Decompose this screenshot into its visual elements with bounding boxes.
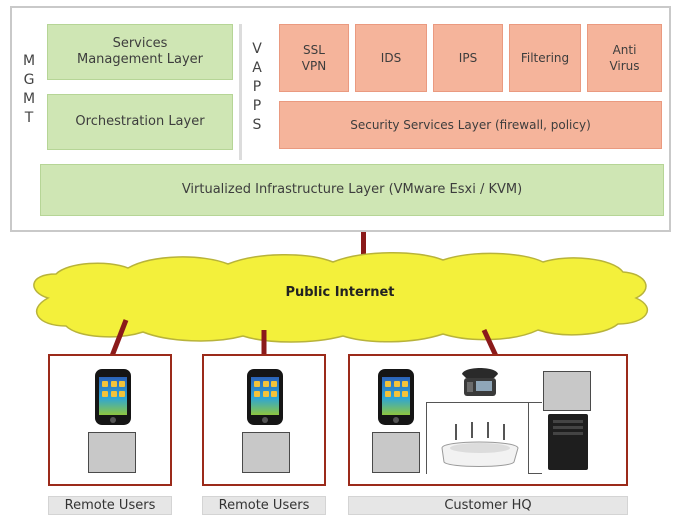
services-management-label: Services Management Layer	[76, 36, 203, 67]
filtering-label: Filtering	[520, 51, 570, 65]
smartphone-icon	[95, 369, 131, 425]
virtualized-infrastructure-layer: Virtualized Infrastructure Layer (VMware…	[40, 164, 664, 216]
vapps-letter: P	[252, 98, 262, 114]
site-label-remote-users-1: Remote Users	[48, 496, 172, 515]
phone-home-button	[110, 417, 116, 423]
bracket-line	[528, 402, 542, 403]
ids-label: IDS	[380, 51, 402, 65]
mgmt-vertical-label: M G M T	[22, 52, 36, 128]
security-services-layer: Security Services Layer (firewall, polic…	[279, 101, 662, 149]
phone-home-button	[393, 417, 399, 423]
ssl-vpn-label: SSL VPN	[301, 43, 327, 73]
panel-cloud-connector	[361, 232, 366, 256]
wireless-access-point-icon	[441, 422, 519, 467]
site-connector-3	[481, 328, 499, 358]
bracket-line	[528, 473, 542, 474]
public-internet-label: Public Internet	[285, 285, 395, 300]
smartphone-icon	[247, 369, 283, 425]
phone-screen	[99, 377, 127, 415]
anti-virus-service: Anti Virus	[587, 24, 662, 92]
ip-phone-icon	[462, 368, 498, 396]
smartphone-icon	[378, 369, 414, 425]
security-services-label: Security Services Layer (firewall, polic…	[350, 118, 591, 132]
public-internet-cloud	[33, 251, 649, 343]
phone-screen	[382, 377, 410, 415]
virtualized-infrastructure-label: Virtualized Infrastructure Layer (VMware…	[181, 182, 523, 197]
vapps-vertical-label: V A P P S	[250, 40, 264, 135]
mgmt-vapps-divider	[239, 24, 242, 160]
vapps-letter: V	[252, 41, 262, 57]
services-management-layer: Services Management Layer	[47, 24, 233, 80]
vapps-letter: A	[252, 60, 262, 76]
filtering-service: Filtering	[509, 24, 581, 92]
vapps-letter: S	[252, 117, 262, 133]
anti-virus-label: Anti Virus	[609, 43, 640, 73]
endpoint-placeholder	[242, 432, 290, 473]
bracket-line	[528, 402, 529, 474]
endpoint-placeholder	[88, 432, 136, 473]
mgmt-letter: M	[22, 91, 36, 107]
vapps-letter: P	[252, 79, 262, 95]
endpoint-placeholder	[543, 371, 591, 411]
server-panel	[553, 426, 583, 429]
bracket-line	[426, 402, 528, 403]
cloud-shape	[33, 251, 649, 343]
site-connector-1	[109, 319, 129, 357]
site-label-remote-users-2: Remote Users	[202, 496, 326, 515]
ips-label: IPS	[458, 51, 478, 65]
server-panel	[553, 432, 583, 435]
phone-screen	[251, 377, 279, 415]
orchestration-layer: Orchestration Layer	[47, 94, 233, 150]
server-icon	[548, 414, 588, 470]
endpoint-placeholder	[372, 432, 420, 473]
phone-home-button	[262, 417, 268, 423]
ssl-vpn-service: SSL VPN	[279, 24, 349, 92]
bracket-line	[426, 402, 427, 474]
site-label-customer-hq: Customer HQ	[348, 496, 628, 515]
ids-service: IDS	[355, 24, 427, 92]
orchestration-label: Orchestration Layer	[75, 114, 205, 129]
ips-service: IPS	[433, 24, 503, 92]
server-panel	[553, 420, 583, 423]
mgmt-letter: M	[22, 53, 36, 69]
mgmt-letter: G	[23, 72, 35, 88]
mgmt-letter: T	[24, 110, 34, 126]
